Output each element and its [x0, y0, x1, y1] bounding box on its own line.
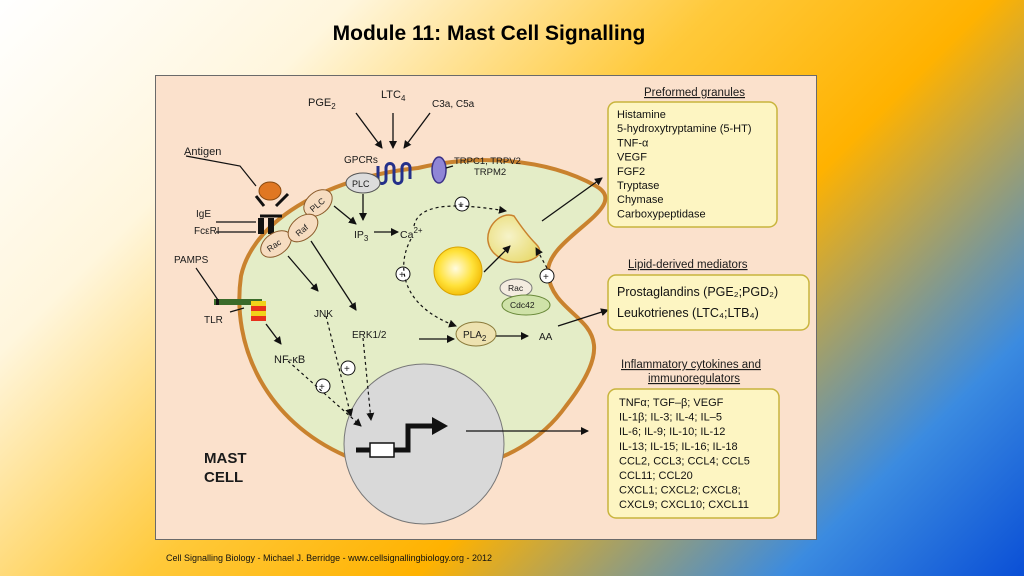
- list-item: CXCL1; CXCL2; CXCL8;: [619, 485, 741, 497]
- cytokine-list: TNFα; TGF–β; VEGF IL-1β; IL-3; IL-4; IL–5…: [619, 397, 750, 511]
- c3a-c5a-label: C3a, C5a: [432, 99, 475, 110]
- list-item: Carboxypeptidase: [617, 208, 706, 220]
- list-item: TNFα; TGF–β; VEGF: [619, 397, 724, 409]
- lipid-heading: Lipid-derived mediators: [628, 259, 748, 271]
- signal-arrows: [265, 177, 609, 435]
- plus-markers: [315, 196, 555, 394]
- svg-text:IP3: IP3: [354, 229, 369, 243]
- stimulus-arrows: [355, 112, 431, 149]
- preformed-list: Histamine 5-hydroxytryptamine (5-HT) TNF-α…: [617, 109, 751, 220]
- plus-sign: +: [344, 364, 350, 375]
- svg-text:LTC4: LTC4: [381, 89, 406, 103]
- plc-gpcr-label: PLC: [352, 179, 370, 189]
- list-item: IL-1β; IL-3; IL-4; IL–5: [619, 412, 722, 424]
- ca-superscript: 2+: [413, 226, 422, 235]
- lipid-box: [607, 274, 810, 331]
- svg-text:PGE2: PGE2: [308, 97, 336, 111]
- list-item: CXCL9; CXCL10; CXCL11: [619, 499, 749, 511]
- pge2-label: PGE: [308, 97, 331, 109]
- mast-cell-diagram: PGE2 LTC4 C3a, C5a Antigen IgE FcεRI PAM…: [155, 75, 817, 540]
- gene-transcription-arrow: [356, 423, 434, 453]
- ca-label: Ca: [400, 229, 414, 241]
- rac2-label: Rac: [508, 283, 524, 293]
- aa-label: AA: [539, 332, 553, 343]
- secreting-granule: [487, 214, 541, 263]
- list-item: IL-13; IL-15; IL-16; IL-18: [619, 441, 738, 453]
- nfkb-label: NF-κB: [274, 354, 305, 366]
- svg-text:Ca2+: Ca2+: [400, 226, 423, 241]
- list-item: 5-hydroxytryptamine (5-HT): [617, 123, 751, 135]
- pla2-node: [455, 321, 497, 347]
- cell-label-line1: MAST: [204, 450, 247, 467]
- ige-icon: [254, 192, 290, 218]
- plus-sign: +: [399, 270, 405, 281]
- nucleus: [343, 363, 505, 525]
- list-item: CCL11; CCL20: [619, 470, 693, 482]
- jnk-label: JNK: [314, 309, 333, 320]
- erk-label: ERK1/2: [352, 330, 387, 341]
- granule: [433, 246, 483, 296]
- plc-gpcr-node: [345, 172, 381, 194]
- tlr-label: TLR: [204, 315, 223, 326]
- list-item: VEGF: [617, 152, 647, 164]
- fceri-label: FcεRI: [194, 226, 220, 237]
- trpc-label: TRPC1, TRPV2: [454, 156, 521, 167]
- gpcr-icon: [376, 162, 412, 185]
- plus-sign: +: [319, 382, 325, 393]
- trpm2-label: TRPM2: [474, 167, 506, 178]
- plc-receptor-node: [303, 189, 333, 217]
- list-item: CCL2, CCL3; CCL4; CCL5: [619, 455, 750, 467]
- cell-label-line2: CELL: [204, 469, 243, 486]
- preformed-heading: Preformed granules: [644, 87, 745, 99]
- antigen-label: Antigen: [184, 146, 221, 158]
- cytokines-box: [607, 388, 780, 519]
- fceri-receptor-icon: [258, 218, 274, 234]
- slide-title: Module 11: Mast Cell Signalling: [332, 22, 646, 45]
- cdc42-node: [501, 294, 551, 316]
- pla2-label: PLA: [463, 330, 482, 341]
- cytokines-heading-line2: immunoregulators: [648, 373, 740, 385]
- list-item: IL-6; IL-9; IL-10; IL-12: [619, 426, 725, 438]
- pamps-label: PAMPS: [174, 255, 209, 266]
- list-item: Histamine: [617, 109, 666, 121]
- gpcrs-label: GPCRs: [344, 155, 378, 166]
- tlr-receptor-icon: [214, 299, 266, 321]
- pla2-subscript: 2: [482, 334, 487, 343]
- ige-label: IgE: [196, 209, 211, 220]
- cdc42-label: Cdc42: [510, 300, 535, 310]
- ip3-label: IP: [354, 229, 364, 241]
- cytokines-heading-line1: Inflammatory cytokines and: [621, 359, 761, 371]
- ltc4-subscript: 4: [401, 94, 406, 103]
- plus-sign: +: [458, 200, 464, 211]
- plus-sign: +: [543, 272, 549, 283]
- receptor-pointer: [216, 221, 256, 233]
- lipid-line2: Leukotrienes (LTC₄;LTB₄): [617, 306, 759, 320]
- diagram-canvas: PGE2 LTC4 C3a, C5a Antigen IgE FcεRI PAM…: [174, 87, 810, 525]
- list-item: Chymase: [617, 194, 663, 206]
- raf-node: [287, 213, 319, 243]
- trp-channel-icon: [431, 156, 447, 184]
- list-item: FGF2: [617, 166, 645, 178]
- list-item: Tryptase: [617, 180, 659, 192]
- list-item: TNF-α: [617, 137, 649, 149]
- ltc4-label: LTC: [381, 89, 401, 101]
- preformed-box: [607, 101, 778, 228]
- ip3-subscript: 3: [364, 234, 369, 243]
- lipid-line1: Prostaglandins (PGE₂;PGD₂): [617, 285, 778, 299]
- slide-footer: Cell Signalling Biology - Michael J. Ber…: [166, 553, 492, 563]
- gene-promoter: [369, 442, 395, 458]
- antigen-icon: [258, 181, 282, 201]
- dashed-arrows: [287, 205, 548, 427]
- pge2-subscript: 2: [331, 102, 336, 111]
- svg-text:PLA2: PLA2: [463, 330, 487, 343]
